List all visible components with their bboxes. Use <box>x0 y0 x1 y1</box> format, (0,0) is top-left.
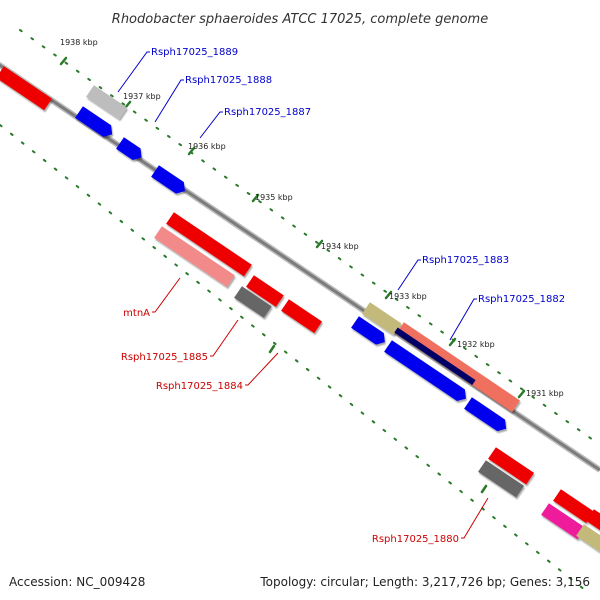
kbp-label: 1932 kbp <box>457 340 495 349</box>
gene-feature <box>234 286 272 318</box>
gene-feature <box>362 302 402 336</box>
gene-feature <box>246 275 284 307</box>
top-strand-labels: Rsph17025_1889 Rsph17025_1888 Rsph17025_… <box>151 47 565 305</box>
gene-feature <box>586 509 600 532</box>
gene-label: mtnA <box>123 308 150 319</box>
gene-feature <box>0 66 52 111</box>
topology-text: Topology: circular; Length: 3,217,726 bp… <box>259 575 590 589</box>
scale-track-outer <box>19 29 600 446</box>
gene-label: Rsph17025_1887 <box>224 107 311 118</box>
map-title: Rhodobacter sphaeroides ATCC 17025, comp… <box>112 12 488 27</box>
gene-feature <box>75 106 113 137</box>
gene-feature <box>478 460 525 498</box>
gene-label: Rsph17025_1883 <box>422 255 509 266</box>
label-leaders-top <box>117 51 477 341</box>
gene-label: Rsph17025_1884 <box>156 381 243 392</box>
label-leaders-bottom <box>152 277 489 539</box>
gene-feature <box>553 489 595 524</box>
gene-feature <box>394 327 476 386</box>
gene-label: Rsph17025_1889 <box>151 47 238 58</box>
kbp-label: 1936 kbp <box>188 142 226 151</box>
gene-feature <box>154 226 235 288</box>
bottom-strand-labels: mtnA Rsph17025_1885 Rsph17025_1884 Rsph1… <box>121 308 459 545</box>
gene-feature <box>384 340 466 402</box>
gene-feature <box>576 524 600 553</box>
gene-label: Rsph17025_1888 <box>185 75 272 86</box>
kbp-label: 1933 kbp <box>389 292 427 301</box>
kbp-labels: 1938 kbp 1937 kbp 1936 kbp 1935 kbp 1934… <box>60 38 564 398</box>
kbp-label: 1934 kbp <box>321 242 359 251</box>
kbp-label: 1938 kbp <box>60 38 98 47</box>
gene-feature <box>86 85 128 120</box>
kbp-label: 1937 kbp <box>123 92 161 101</box>
gene-feature <box>488 447 535 485</box>
gene-feature <box>464 397 507 432</box>
gene-feature <box>396 322 520 413</box>
gene-feature <box>151 165 185 194</box>
kbp-label: 1931 kbp <box>526 389 564 398</box>
gene-label: Rsph17025_1880 <box>372 534 459 545</box>
gene-feature <box>116 137 142 160</box>
accession-text: Accession: NC_009428 <box>9 575 145 589</box>
gene-feature <box>351 316 385 345</box>
gene-features <box>0 66 600 553</box>
gene-feature <box>281 299 323 334</box>
scale-ticks-lower <box>268 344 488 494</box>
gene-label: Rsph17025_1882 <box>478 294 565 305</box>
kbp-label: 1935 kbp <box>255 193 293 202</box>
gene-feature <box>541 503 586 540</box>
gene-label: Rsph17025_1885 <box>121 352 208 363</box>
gene-feature <box>166 212 252 277</box>
